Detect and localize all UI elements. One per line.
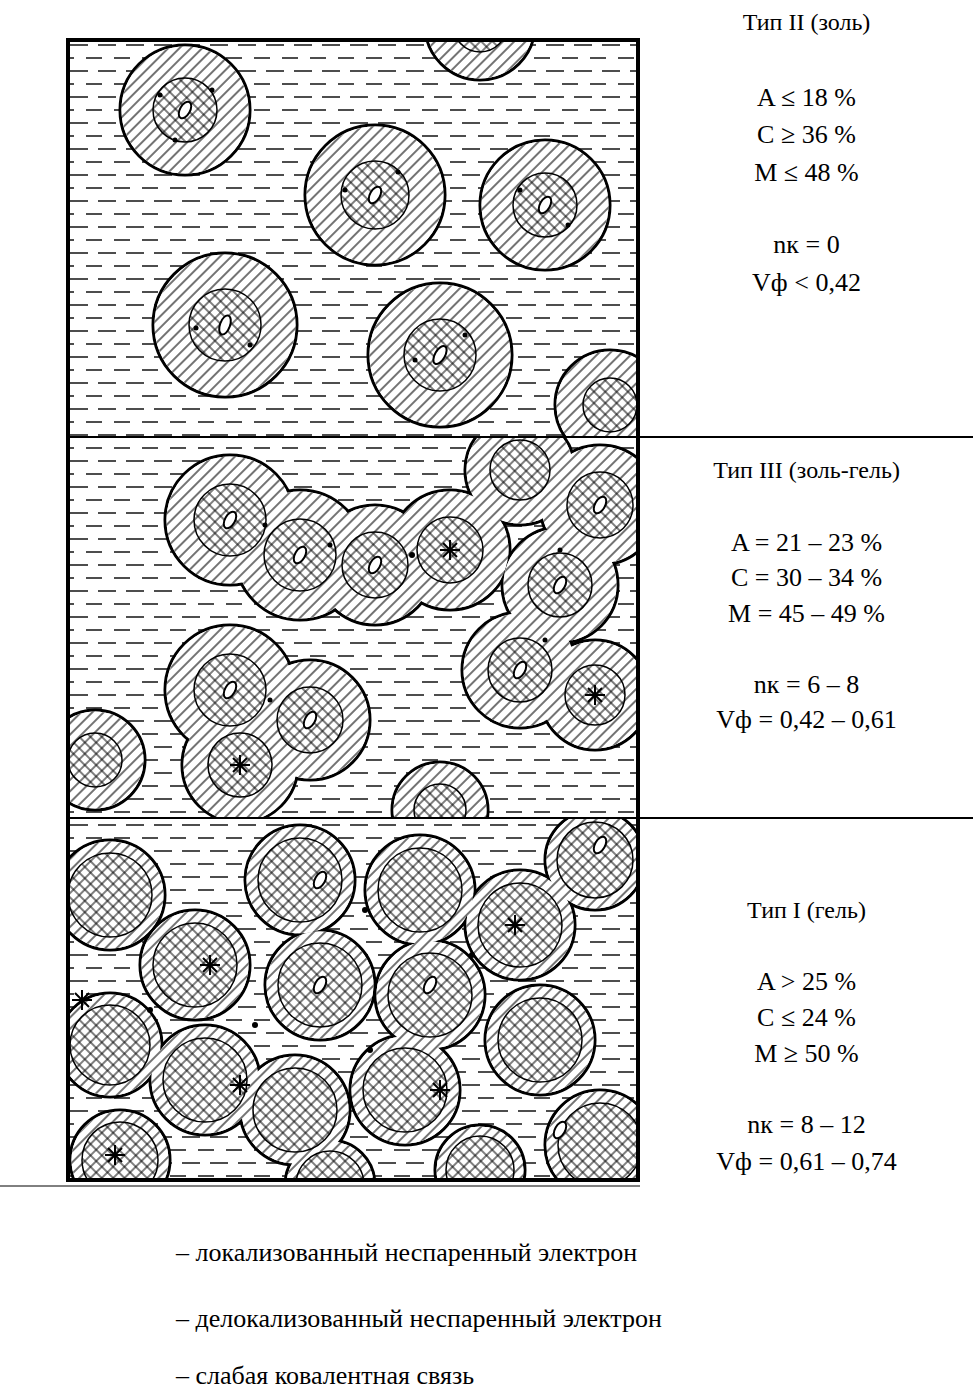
parameter-value: A = 21 – 23 %: [640, 528, 973, 558]
type-heading: Тип II (золь): [640, 7, 973, 37]
parameter-value: C ≥ 36 %: [640, 120, 973, 150]
parameter-value: M = 45 – 49 %: [640, 599, 973, 629]
parameter-value: Vф < 0,42: [640, 268, 973, 298]
type-heading: Тип I (гель): [640, 895, 973, 925]
parameter-value: C = 30 – 34 %: [640, 563, 973, 593]
parameter-value: nк = 0: [640, 230, 973, 260]
parameter-value: Vф = 0,42 – 0,61: [640, 705, 973, 735]
legend-entry: – локализованный неспаренный электрон: [176, 1237, 637, 1269]
parameter-value: A > 25 %: [640, 967, 973, 997]
parameter-value: M ≥ 50 %: [640, 1039, 973, 1069]
legend-entry: – слабая ковалентная связь: [176, 1360, 474, 1392]
parameter-value: M ≤ 48 %: [640, 158, 973, 188]
structure-type-panel: Тип II (золь) A ≤ 18 % C ≥ 36 % M ≤ 48 % nк …: [640, 0, 973, 437]
structure-type-panel: Тип I (гель) A > 25 % C ≤ 24 % M ≥ 50 % nк =…: [640, 818, 973, 1194]
parameter-value: Vф = 0,61 – 0,74: [640, 1147, 973, 1177]
legend-entry: – делокализованный неспаренный электрон: [176, 1303, 662, 1335]
structure-type-panel: Тип III (золь-гель) A = 21 – 23 % C = 30 –…: [640, 437, 973, 818]
type-heading: Тип III (золь-гель): [640, 455, 973, 485]
parameter-value: nк = 6 – 8: [640, 670, 973, 700]
parameter-value: C ≤ 24 %: [640, 1003, 973, 1033]
parameter-value: A ≤ 18 %: [640, 83, 973, 113]
parameter-value: nк = 8 – 12: [640, 1110, 973, 1140]
